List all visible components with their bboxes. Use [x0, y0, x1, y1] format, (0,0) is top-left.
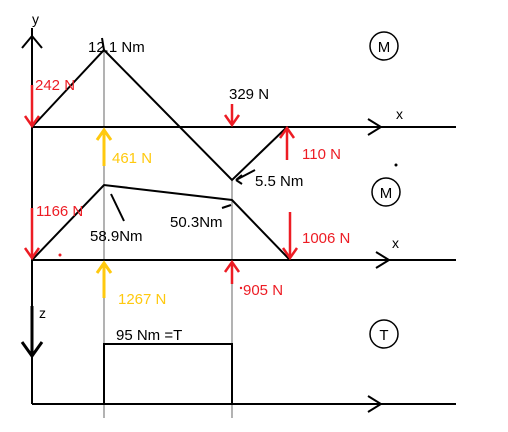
label-moment-58-9: 58.9Nm — [90, 228, 143, 245]
pointer-50-3 — [221, 204, 232, 209]
label-force-329: 329 N — [229, 86, 269, 103]
badge-t-label: T — [379, 327, 388, 344]
torque-diagram — [103, 343, 233, 405]
label-moment-12-1: 12.1 Nm — [88, 39, 145, 56]
force-arrow-1006 — [281, 212, 299, 261]
force-arrow-905 — [223, 259, 241, 284]
axis-moment-top-arrowhead — [367, 118, 383, 136]
moment-diagram-mid — [31, 183, 291, 261]
label-moment-50-3: 50.3Nm — [170, 214, 223, 231]
x-axis-label-top: x — [396, 106, 403, 122]
label-force-1267: 1267 N — [118, 291, 166, 308]
label-force-905: 905 N — [243, 282, 283, 299]
badge-t: T — [369, 319, 399, 349]
pointer-12-1 — [101, 37, 105, 51]
badge-m-mid-dot — [394, 163, 398, 167]
label-force-1006: 1006 N — [302, 230, 350, 247]
red-force-arrows — [23, 85, 299, 284]
z-axis-arrow — [20, 306, 44, 359]
yellow-force-arrows — [95, 127, 113, 298]
force-arrow-329 — [223, 104, 241, 128]
force-arrow-110 — [278, 125, 296, 160]
x-axis-label-mid: x — [392, 235, 399, 251]
badge-m-top: M — [369, 31, 399, 61]
force-arrow-1166 — [23, 208, 41, 261]
force-arrow-1267 — [95, 260, 113, 298]
label-force-461: 461 N — [112, 150, 152, 167]
pointer-58-9 — [110, 193, 125, 222]
y-axis-label: y — [32, 11, 39, 27]
label-torque: 95 Nm =T — [116, 327, 182, 344]
label-force-1166: 1166 N — [36, 203, 83, 220]
label-moment-5-5: 5.5 Nm — [255, 173, 303, 190]
badge-m-mid: M — [371, 163, 401, 207]
axis-torque-arrowhead — [367, 395, 383, 413]
badge-m-mid-label: M — [380, 185, 393, 202]
moment-diagram-top — [31, 48, 288, 182]
force-arrow-242 — [23, 85, 41, 129]
force-arrow-461 — [95, 127, 113, 166]
badge-m-top-label: M — [378, 39, 391, 56]
pointer-5-5 — [235, 169, 256, 185]
label-force-110: 110 N — [302, 146, 341, 163]
label-force-242: 242 N — [35, 77, 75, 94]
red-dot — [58, 253, 62, 257]
z-axis-label: z — [39, 305, 46, 321]
y-axis-arrowhead — [21, 34, 43, 49]
axis-moment-mid-arrowhead — [375, 251, 391, 269]
red-dot-small — [239, 286, 243, 290]
